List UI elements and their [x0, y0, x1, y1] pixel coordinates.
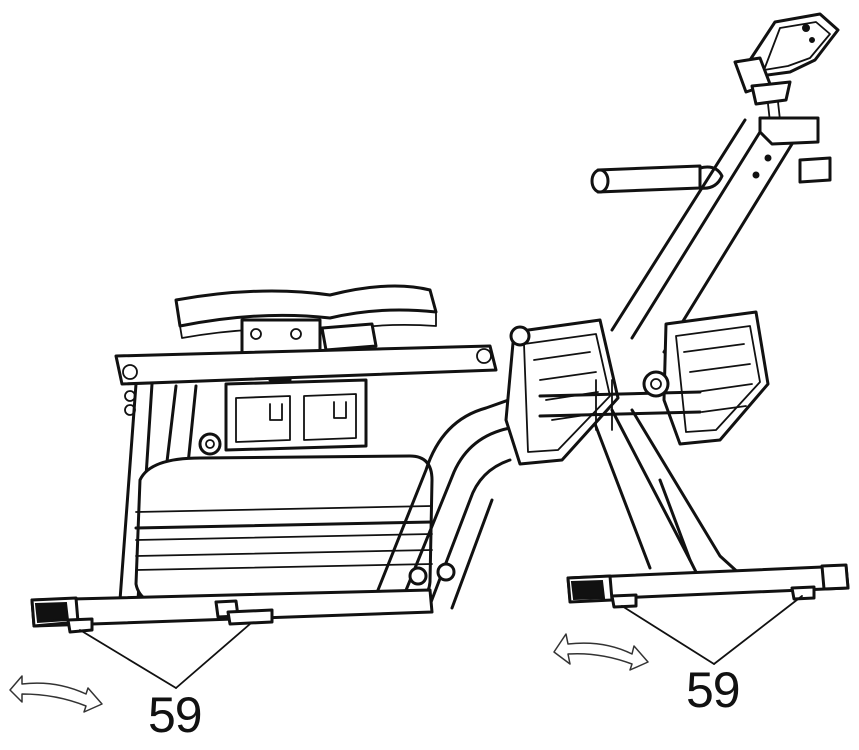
curved-double-arrow-icon — [553, 633, 649, 671]
callout-label-left: 59 — [148, 687, 203, 743]
handle-bar — [590, 156, 832, 194]
main-rail — [610, 116, 820, 354]
callout-leader-right — [621, 595, 803, 665]
seat-rail — [114, 344, 498, 416]
seat — [174, 284, 438, 382]
right-footrest — [662, 310, 770, 446]
front-stabilizer — [566, 563, 850, 609]
footrest-crossbar — [538, 370, 702, 431]
left-footrest — [504, 318, 620, 466]
water-tank — [134, 454, 434, 610]
seat-carriage — [198, 378, 368, 456]
rear-stabilizer — [30, 588, 434, 634]
curved-double-arrow-icon — [9, 675, 103, 713]
console-monitor — [733, 12, 840, 123]
callout-label-right: 59 — [686, 662, 741, 718]
callout-leader-left — [79, 623, 251, 689]
